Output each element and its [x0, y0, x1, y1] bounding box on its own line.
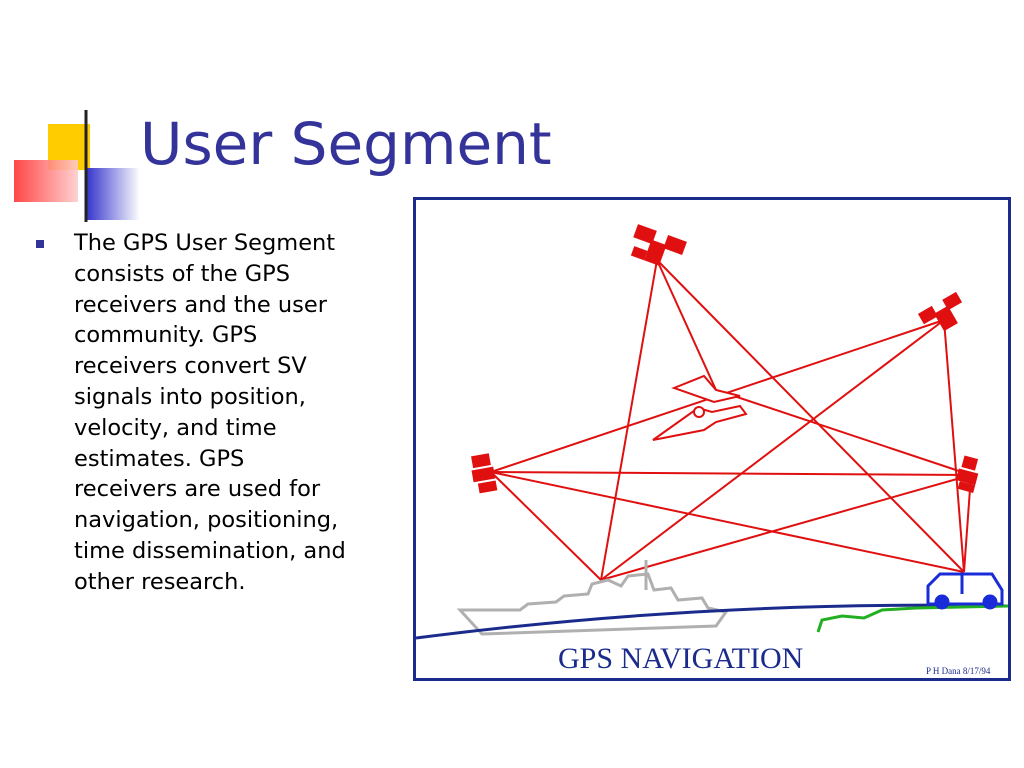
red-square [14, 160, 78, 202]
bullet-text: The GPS User Segment consists of the GPS… [74, 230, 346, 595]
ground-line [416, 603, 1008, 640]
figure-caption: GPS NAVIGATION [558, 642, 803, 675]
bullet-marker [36, 240, 44, 248]
terrain-line [816, 604, 1008, 633]
van-icon [926, 572, 1004, 610]
satellite-icon [955, 455, 979, 493]
signal-lines [490, 259, 972, 581]
gps-navigation-figure: GPS NAVIGATION P H Dana 8/17/94 [413, 197, 1011, 681]
satellite-icon [471, 453, 498, 494]
blue-square [86, 168, 140, 220]
title-decoration [14, 110, 400, 222]
slide-title: User Segment [140, 110, 552, 178]
satellite-icon [917, 291, 963, 332]
figure-credit: P H Dana 8/17/94 [926, 666, 991, 676]
gps-diagram: GPS NAVIGATION P H Dana 8/17/94 [416, 224, 1008, 676]
satellite-icon [630, 224, 687, 266]
airplane-icon [652, 374, 748, 441]
